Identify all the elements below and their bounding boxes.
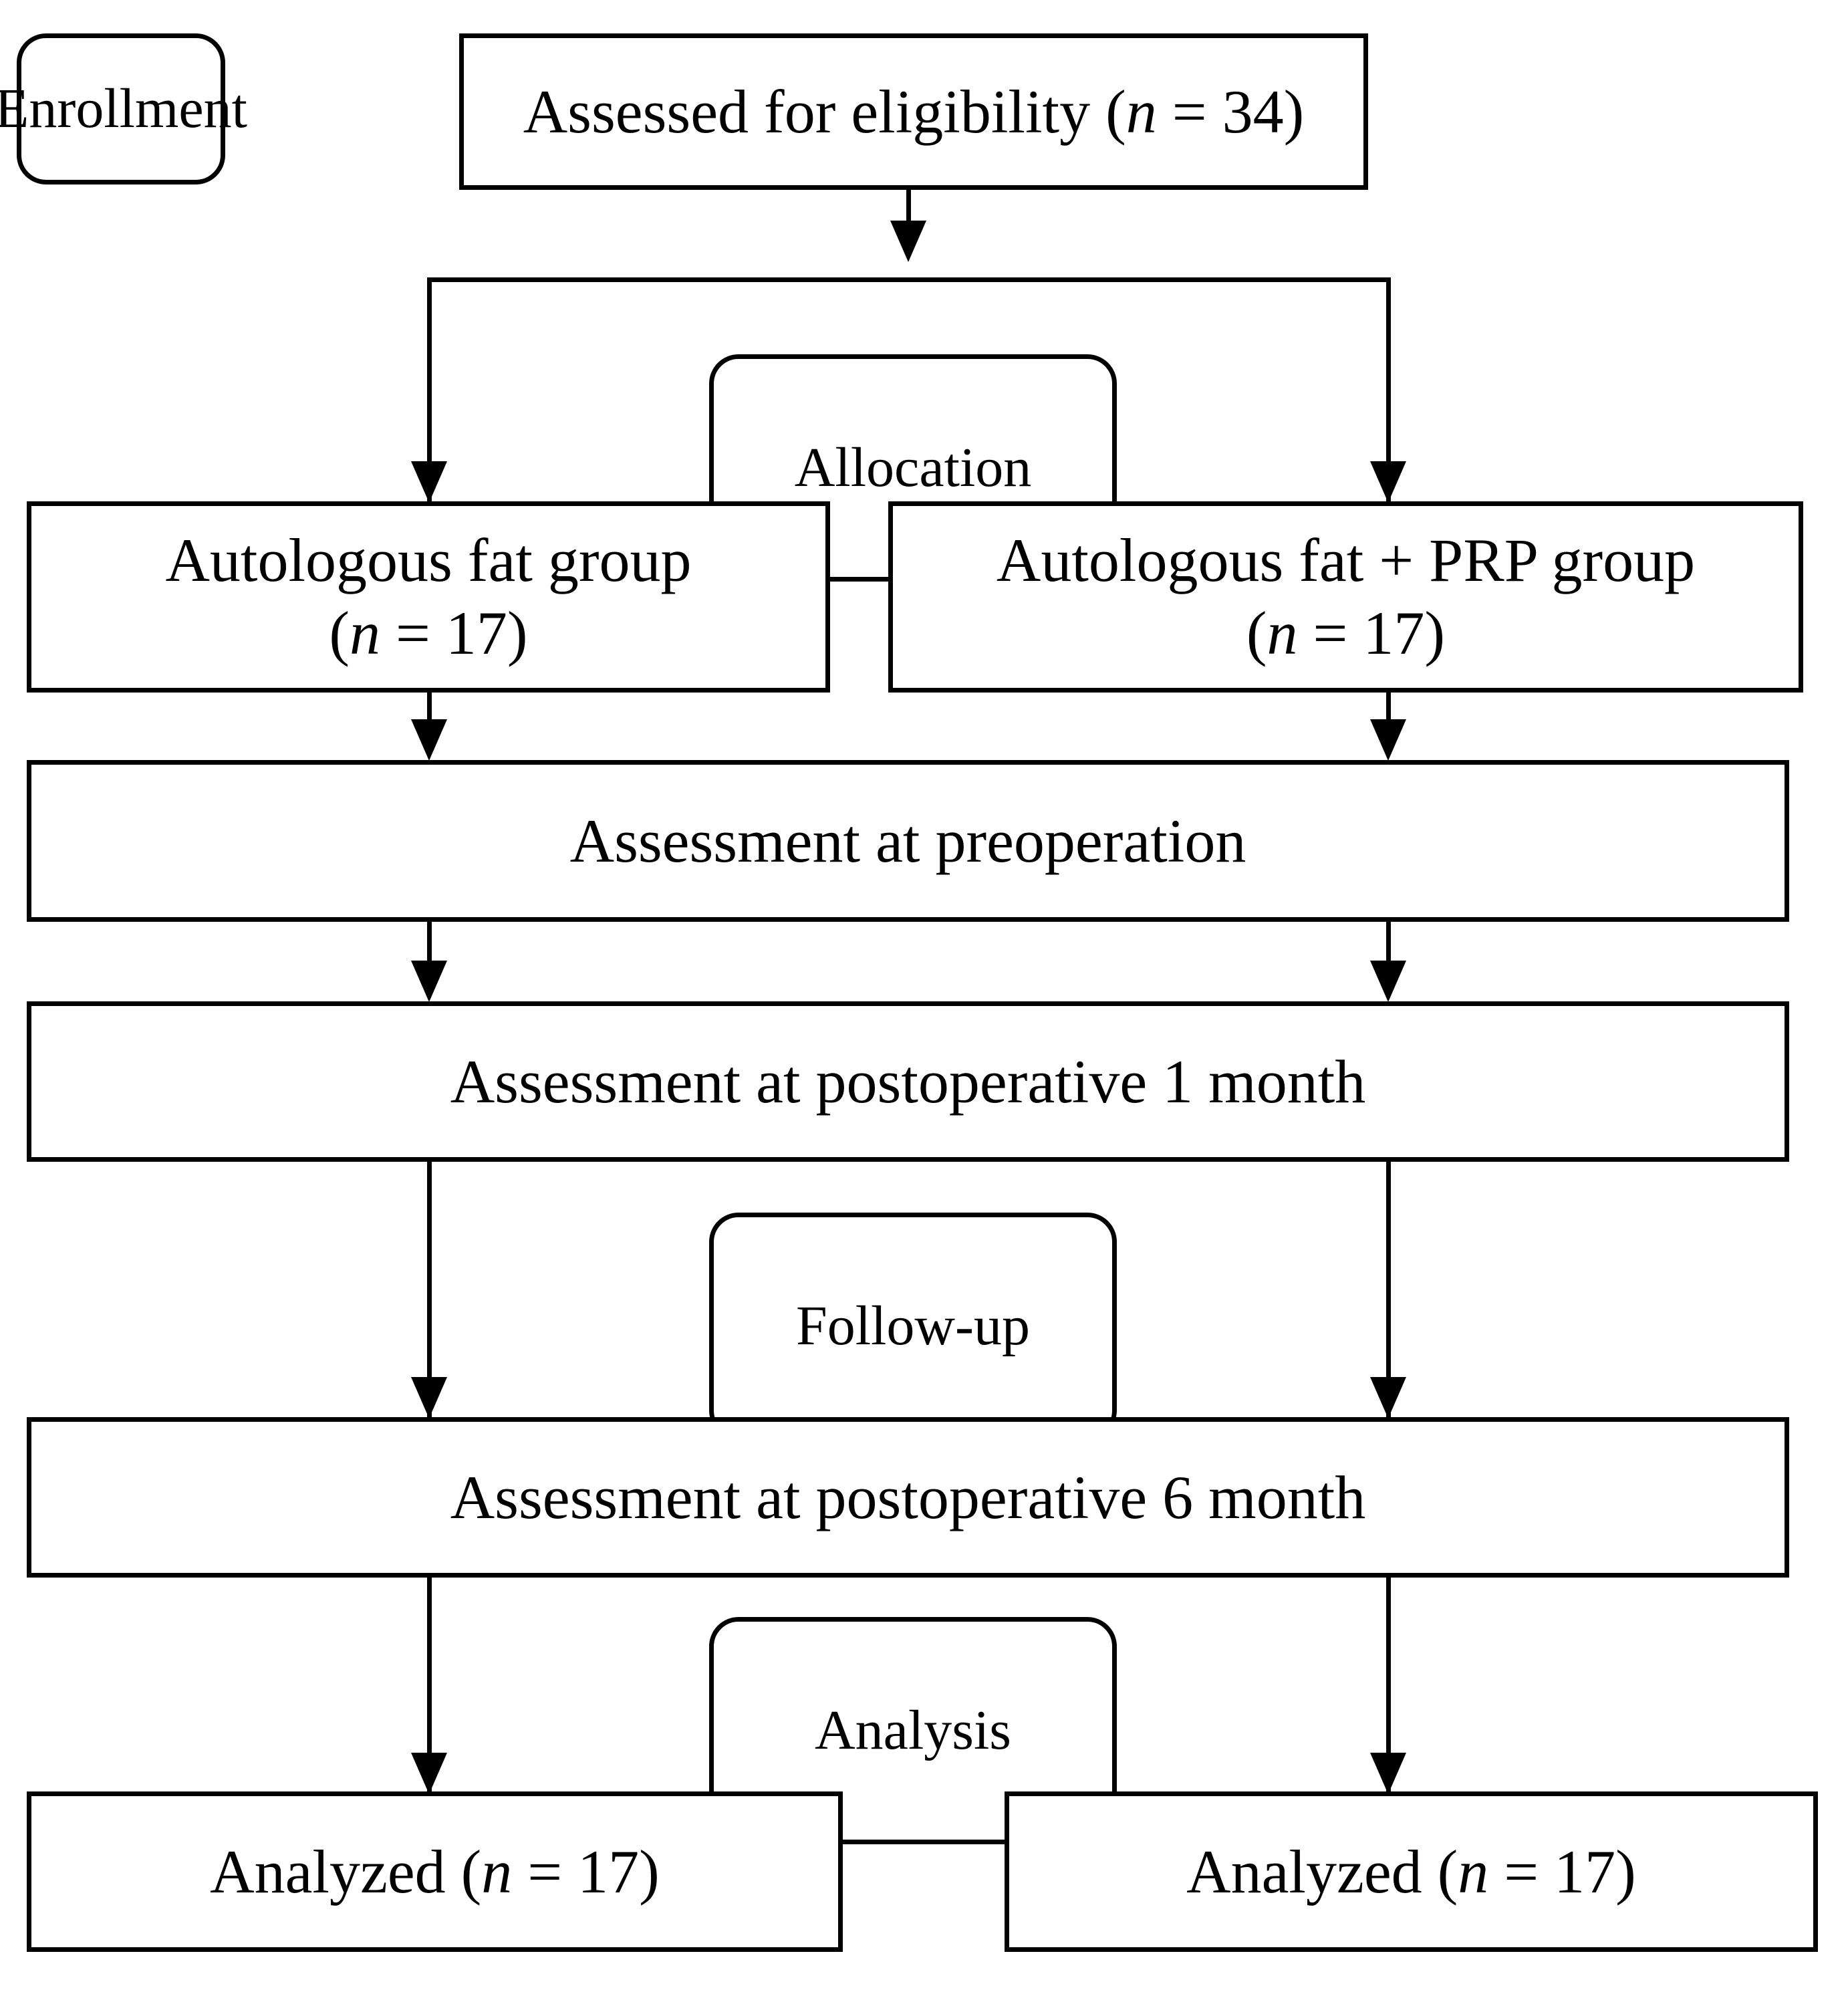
- group-left-n-symbol: n: [350, 599, 381, 667]
- assessed-text-tail: = 34): [1156, 77, 1305, 146]
- arrowhead-preop-to-postop1-right: [1370, 961, 1406, 1002]
- node-assessed-for-eligibility: Assessed for eligibility (n = 34): [459, 33, 1368, 190]
- node-group-autologous-fat-prp-text: Autologous fat + PRP group(n = 17): [987, 524, 1704, 669]
- node-analyzed-right-text: Analyzed (n = 17): [1177, 1836, 1645, 1908]
- arrowhead-assessed-down: [890, 221, 926, 262]
- analyzed-left-head: Analyzed (: [210, 1837, 482, 1906]
- connector-postop6-to-analyzed-left: [427, 1578, 432, 1793]
- group-right-line1: Autologous fat + PRP group: [996, 526, 1696, 595]
- connector-split-left: [427, 277, 432, 501]
- connector-groupright-to-preop: [1386, 693, 1391, 733]
- analyzed-right-n-symbol: n: [1458, 1837, 1489, 1906]
- assessed-text-main: Assessed for eligibility (: [523, 77, 1126, 146]
- arrowhead-postop1-to-postop6-right: [1370, 1377, 1406, 1418]
- stage-label-followup-text: Follow-up: [795, 1295, 1031, 1358]
- group-right-n-symbol: n: [1267, 599, 1298, 667]
- arrowhead-postop6-to-analyzed-right: [1370, 1753, 1406, 1794]
- connector-preop-to-postop1-right: [1386, 922, 1391, 962]
- connector-preop-to-postop1: [427, 922, 432, 962]
- node-group-autologous-fat: Autologous fat group(n = 17): [27, 501, 830, 693]
- analyzed-right-head: Analyzed (: [1186, 1837, 1458, 1906]
- node-assessment-postoperative-6-month: Assessment at postoperative 6 month: [27, 1417, 1789, 1578]
- node-group-autologous-fat-prp: Autologous fat + PRP group(n = 17): [888, 501, 1803, 693]
- group-left-paren: (: [329, 599, 350, 667]
- node-analyzed-left-text: Analyzed (n = 17): [201, 1836, 669, 1908]
- stage-label-enrollment: Enrollment: [0, 33, 247, 184]
- arrowhead-postop1-to-postop6-left: [411, 1377, 447, 1418]
- group-right-paren: (: [1246, 599, 1267, 667]
- stage-label-enrollment-text: Enrollment: [0, 78, 247, 140]
- arrowhead-split-right: [1370, 461, 1406, 503]
- arrowhead-postop6-to-analyzed-left: [411, 1753, 447, 1794]
- connector-assessed-down: [906, 190, 911, 238]
- node-analyzed-right: Analyzed (n = 17): [1005, 1791, 1818, 1952]
- connector-postop1-to-postop6-left: [427, 1162, 432, 1417]
- assessed-n-symbol: n: [1126, 77, 1157, 146]
- group-left-line2-tail: = 17): [380, 599, 528, 667]
- stage-label-analysis-text: Analysis: [815, 1699, 1011, 1762]
- node-assessment-postoperative-1-month-text: Assessment at postoperative 1 month: [450, 1047, 1366, 1116]
- node-assessment-postoperative-1-month: Assessment at postoperative 1 month: [27, 1001, 1789, 1162]
- node-analyzed-left: Analyzed (n = 17): [27, 1791, 843, 1952]
- connector-split-bus: [427, 277, 1391, 282]
- analyzed-right-tail: = 17): [1488, 1837, 1636, 1906]
- arrowhead-groupleft-to-preop: [411, 719, 447, 761]
- connector-postop6-to-analyzed-right: [1386, 1578, 1391, 1793]
- stage-label-followup: Follow-up: [709, 1213, 1117, 1440]
- node-assessment-preoperation-text: Assessment at preoperation: [569, 806, 1246, 875]
- node-group-autologous-fat-text: Autologous fat group(n = 17): [156, 524, 700, 669]
- node-assessed-for-eligibility-text: Assessed for eligibility (n = 34): [514, 76, 1314, 148]
- arrowhead-groupright-to-preop: [1370, 719, 1406, 761]
- analyzed-left-tail: = 17): [512, 1837, 660, 1906]
- arrowhead-preop-to-postop1: [411, 961, 447, 1002]
- connector-groupleft-to-preop: [427, 693, 432, 733]
- connector-split-right: [1386, 277, 1391, 501]
- node-assessment-preoperation: Assessment at preoperation: [27, 760, 1789, 922]
- arrowhead-split-left: [411, 461, 447, 503]
- analyzed-left-n-symbol: n: [481, 1837, 513, 1906]
- group-right-line2-tail: = 17): [1297, 599, 1446, 667]
- stage-label-allocation-text: Allocation: [794, 437, 1032, 499]
- connector-postop1-to-postop6-right: [1386, 1162, 1391, 1417]
- group-left-line1: Autologous fat group: [165, 526, 692, 595]
- node-assessment-postoperative-6-month-text: Assessment at postoperative 6 month: [450, 1463, 1366, 1531]
